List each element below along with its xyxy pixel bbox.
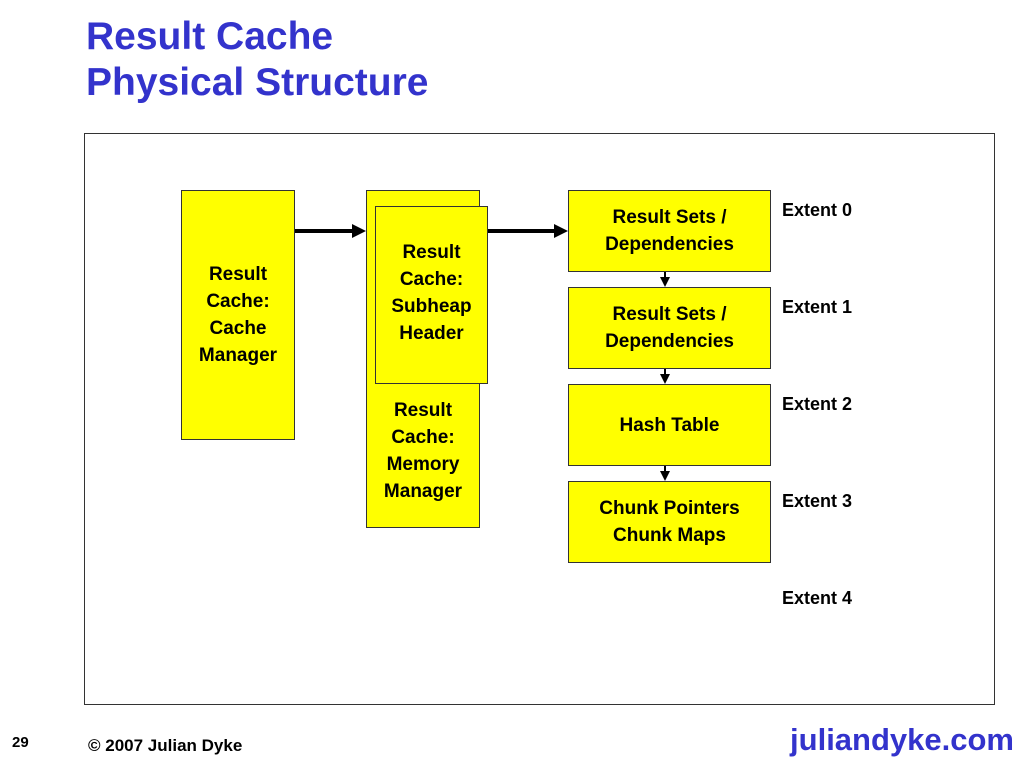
slide-title: Result Cache Physical Structure <box>86 14 428 106</box>
arrow-extent-0-to-1 <box>660 272 670 287</box>
arrow-memory-to-extent <box>488 224 568 238</box>
extent-box-0-label: Result Sets / Dependencies <box>605 207 734 255</box>
extent-box-1-label: Result Sets / Dependencies <box>605 304 734 352</box>
extent-label-3: Extent 3 <box>782 491 853 511</box>
copyright-text: © 2007 Julian Dyke <box>88 736 243 755</box>
title-line-2: Physical Structure <box>86 61 429 104</box>
cache-manager-box: Result Cache: Cache Manager <box>181 190 295 440</box>
site-name: juliandyke.com <box>790 722 1014 757</box>
slide-number: 29 <box>12 734 29 751</box>
diagram-frame <box>84 133 995 705</box>
extent-box-1: Result Sets / Dependencies <box>568 287 771 369</box>
extent-box-2-label: Hash Table <box>619 414 720 436</box>
title-line-1: Result Cache <box>86 15 334 58</box>
arrow-extent-2-to-3 <box>660 466 670 481</box>
extent-label-2: Extent 2 <box>782 394 853 414</box>
subheap-header-label: Result Cache: Subheap Header <box>391 242 472 344</box>
extent-box-0: Result Sets / Dependencies <box>568 190 771 272</box>
extent-label-1: Extent 1 <box>782 297 853 317</box>
extent-box-2: Hash Table <box>568 384 771 466</box>
extent-box-3: Chunk Pointers Chunk Maps <box>568 481 771 563</box>
extent-box-3-label: Chunk Pointers Chunk Maps <box>599 498 740 546</box>
memory-manager-label: Result Cache: Memory Manager <box>383 400 463 502</box>
cache-manager-label: Result Cache: Cache Manager <box>198 264 278 366</box>
arrow-cache-to-memory <box>295 224 366 238</box>
arrow-extent-1-to-2 <box>660 369 670 384</box>
subheap-header-box: Result Cache: Subheap Header <box>375 206 488 384</box>
extent-label-0: Extent 0 <box>782 200 853 220</box>
extent-label-4: Extent 4 <box>782 588 853 608</box>
